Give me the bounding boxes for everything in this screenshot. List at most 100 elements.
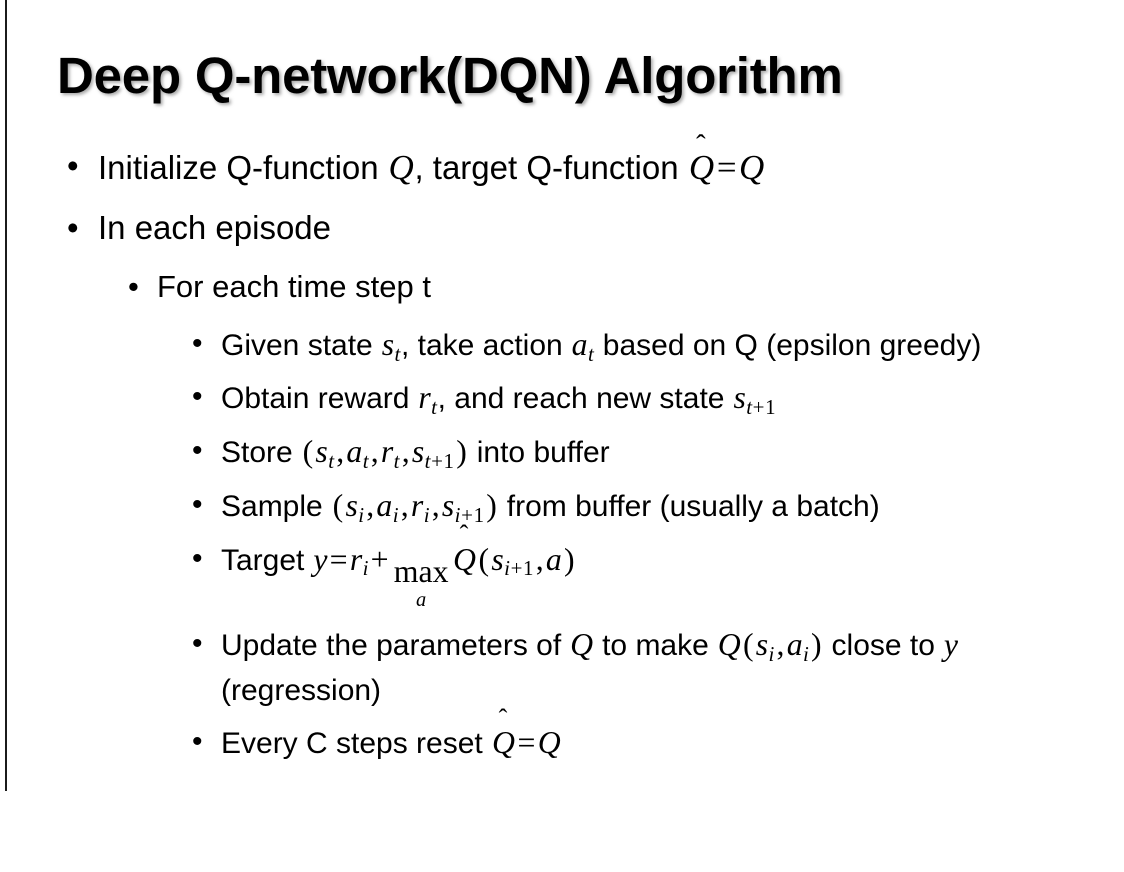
math-q-hat: ̂Q bbox=[688, 145, 715, 190]
math-var-r: ri bbox=[349, 541, 369, 579]
math-paren-open: ( bbox=[478, 541, 490, 577]
math-comma: , bbox=[400, 487, 409, 523]
bullet-target-equation: • Target y=ri+maxâQ(si+1,a) bbox=[0, 536, 1124, 611]
math-subscript: t bbox=[328, 449, 335, 474]
text-run: close to bbox=[823, 628, 944, 662]
math-var-y: y bbox=[943, 626, 959, 662]
math-operator-equals: = bbox=[716, 148, 737, 187]
math-comma: , bbox=[370, 434, 379, 470]
math-comma: , bbox=[431, 487, 440, 523]
math-var-s-next: st+1 bbox=[411, 434, 454, 471]
text-run: Sample bbox=[221, 489, 332, 523]
math-comma: , bbox=[336, 434, 345, 470]
math-paren-close: ) bbox=[811, 626, 822, 662]
text-run: from buffer (usually a batch) bbox=[498, 489, 880, 523]
math-var-label: a bbox=[346, 434, 363, 470]
subscript-index: i bbox=[454, 502, 461, 527]
bullet-text: Every C steps reset ̂Q=Q bbox=[221, 719, 1096, 767]
math-var-r: ri bbox=[410, 488, 430, 525]
math-var-q: Q bbox=[739, 148, 765, 187]
subscript-number: 1 bbox=[473, 502, 485, 527]
math-var-q: Q bbox=[537, 725, 561, 761]
bullet-text: Target y=ri+maxâQ(si+1,a) bbox=[221, 536, 1096, 611]
math-var-s: st+1 bbox=[733, 380, 776, 417]
bullet-text: Initialize Q-function Q, target Q-functi… bbox=[98, 145, 1124, 190]
bullet-text: Given state st, take action at based on … bbox=[221, 321, 1096, 369]
math-paren-close: ) bbox=[486, 487, 497, 523]
subscript-operator: + bbox=[510, 556, 523, 581]
subscript-operator: + bbox=[431, 449, 443, 474]
bullet-list: • Initialize Q-function Q, target Q-func… bbox=[0, 145, 1124, 773]
math-var-label: r bbox=[349, 541, 363, 577]
math-var-label: s bbox=[491, 541, 504, 577]
math-subscript: i+1 bbox=[504, 556, 534, 581]
math-subscript: t bbox=[394, 341, 401, 366]
max-label: max bbox=[393, 554, 449, 590]
math-subscript: t bbox=[587, 341, 594, 366]
math-var-label: s bbox=[381, 326, 395, 362]
math-q-hat: ̂Q bbox=[452, 536, 477, 584]
math-var-label: Q bbox=[492, 725, 516, 761]
bullet-obtain-reward-reach-new-state: • Obtain reward rt, and reach new state … bbox=[0, 374, 1124, 422]
math-var-a: a bbox=[545, 541, 562, 577]
math-var-a: at bbox=[571, 326, 594, 364]
math-var-s-next: si+1 bbox=[491, 541, 534, 581]
text-run: , take action bbox=[400, 328, 572, 362]
math-paren-open: ( bbox=[332, 487, 344, 523]
math-var-r: rt bbox=[418, 380, 438, 417]
math-var-y: y bbox=[313, 541, 328, 577]
bullet-store-into-buffer: • Store (st,at,rt,st+1) into buffer bbox=[0, 428, 1124, 476]
math-var-label: a bbox=[376, 487, 393, 523]
math-var-label: r bbox=[380, 434, 394, 470]
math-var-label: s bbox=[345, 487, 358, 523]
text-run: Target bbox=[221, 543, 313, 577]
math-var-s: si bbox=[345, 487, 365, 525]
text-run: Given state bbox=[221, 328, 382, 362]
math-var-label: Q bbox=[688, 148, 715, 187]
bullet-update-parameters: • Update the parameters of Q to make Q(s… bbox=[0, 621, 1124, 714]
math-subscript: t+1 bbox=[424, 449, 454, 473]
math-var-a: ai bbox=[376, 487, 399, 525]
subscript-number: 1 bbox=[523, 556, 534, 581]
math-var-s: st bbox=[315, 434, 335, 471]
math-var-a: at bbox=[346, 434, 369, 471]
bullet-initialize-q-function: • Initialize Q-function Q, target Q-func… bbox=[0, 145, 1124, 190]
bullet-marker: • bbox=[192, 434, 203, 468]
bullet-marker: • bbox=[192, 487, 203, 521]
bullet-every-c-steps-reset: • Every C steps reset ̂Q=Q bbox=[0, 719, 1124, 767]
math-subscript: i bbox=[423, 502, 430, 527]
bullet-text: Sample (si,ai,ri,si+1) from buffer (usua… bbox=[221, 482, 1096, 530]
text-run: Obtain reward bbox=[221, 382, 418, 416]
page-title: Deep Q-network(DQN) Algorithm bbox=[57, 47, 843, 104]
math-var-label: s bbox=[315, 434, 328, 470]
math-var-s-next: si+1 bbox=[441, 488, 484, 525]
text-run: , target Q-function bbox=[414, 149, 688, 186]
math-subscript: i bbox=[803, 641, 809, 666]
math-comma: , bbox=[401, 434, 410, 470]
text-run: , and reach new state bbox=[437, 382, 733, 416]
math-var-s: st bbox=[381, 326, 401, 364]
text-run: to make bbox=[593, 628, 718, 662]
math-operator-equals: = bbox=[329, 541, 348, 577]
bullet-text: For each time step t bbox=[157, 269, 431, 305]
math-var-label: s bbox=[411, 434, 425, 470]
bullet-text: In each episode bbox=[98, 209, 332, 247]
text-run: Store bbox=[221, 436, 302, 470]
bullet-marker: • bbox=[192, 626, 203, 660]
max-limit-variable: a bbox=[416, 589, 427, 612]
bullet-text: Store (st,at,rt,st+1) into buffer bbox=[221, 428, 1096, 476]
bullet-marker: • bbox=[67, 147, 79, 184]
math-var-q: Q bbox=[388, 148, 414, 187]
math-comma: , bbox=[535, 541, 544, 577]
math-comma: , bbox=[776, 626, 785, 662]
bullet-marker: • bbox=[128, 269, 139, 305]
bullet-sample-from-buffer: • Sample (si,ai,ri,si+1) from buffer (us… bbox=[0, 482, 1124, 530]
text-run: (regression) bbox=[221, 674, 382, 708]
math-var-label: a bbox=[571, 326, 588, 362]
math-subscript: t bbox=[362, 449, 369, 474]
bullet-marker: • bbox=[192, 380, 203, 414]
math-paren-close: ) bbox=[563, 541, 575, 577]
subscript-operator: + bbox=[752, 395, 765, 420]
text-run: Update the parameters of bbox=[221, 628, 570, 662]
